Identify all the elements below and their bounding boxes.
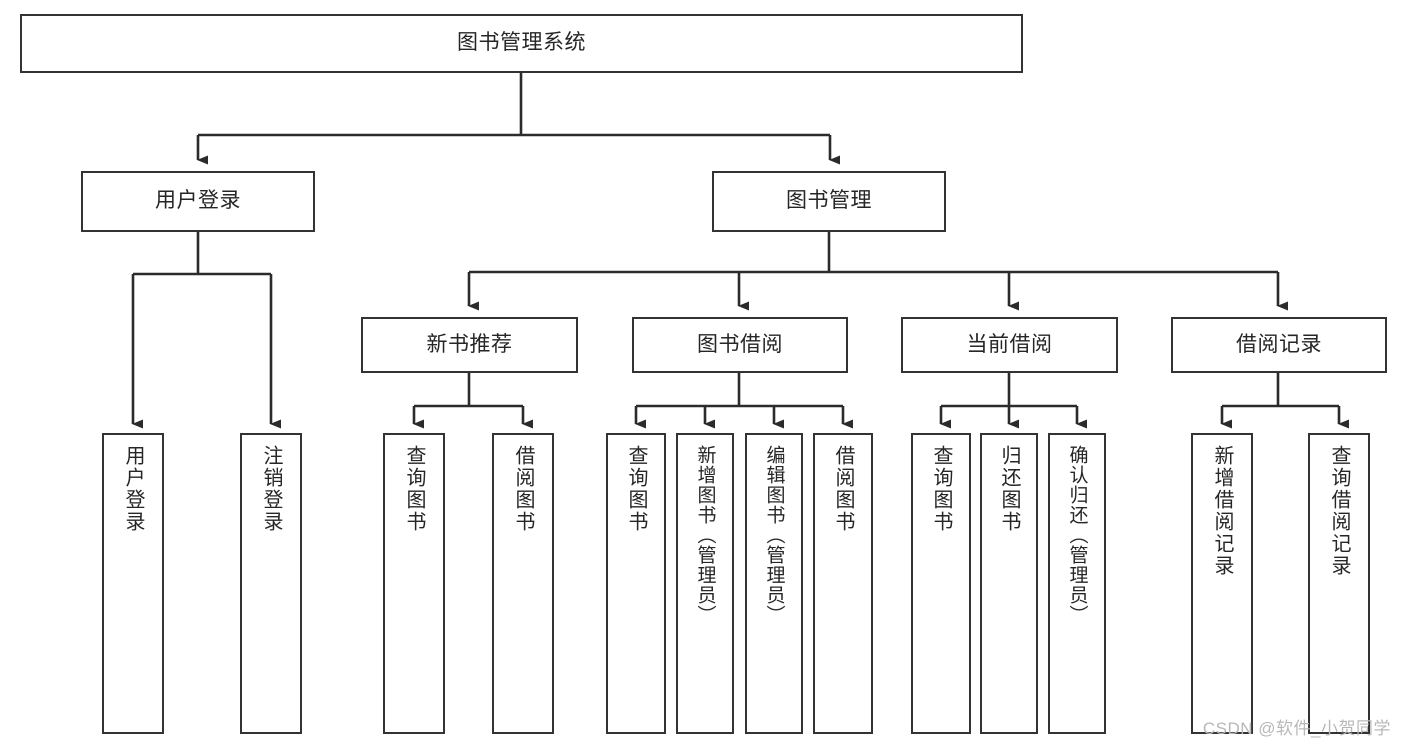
node-label-current-borrow: 当前借阅 xyxy=(966,332,1053,356)
node-label-borrow-record: 借阅记录 xyxy=(1236,332,1322,356)
node-leaf-user-login[interactable]: 用户登录 xyxy=(102,433,164,734)
node-book-borrow[interactable]: 图书借阅 xyxy=(632,317,848,373)
node-leaf-borrow-book-1[interactable]: 借阅图书 xyxy=(492,433,554,734)
node-label-leaf-query-book-3: 查询图书 xyxy=(930,445,952,533)
node-leaf-logout-login[interactable]: 注销登录 xyxy=(240,433,302,734)
node-label-leaf-borrow-book-1: 借阅图书 xyxy=(512,445,534,533)
node-leaf-edit-book[interactable]: 编辑图书（管理员） xyxy=(745,433,803,734)
node-leaf-query-book-1[interactable]: 查询图书 xyxy=(383,433,445,734)
node-label-leaf-query-borrow-record: 查询借阅记录 xyxy=(1328,445,1350,577)
node-label-leaf-add-borrow-record: 新增借阅记录 xyxy=(1211,445,1233,577)
node-label-leaf-add-book: 新增图书（管理员） xyxy=(694,445,716,625)
node-label-leaf-query-book-2: 查询图书 xyxy=(625,445,647,533)
node-label-leaf-confirm-return: 确认归还（管理员） xyxy=(1066,445,1088,625)
node-leaf-confirm-return[interactable]: 确认归还（管理员） xyxy=(1048,433,1106,734)
node-book-management[interactable]: 图书管理 xyxy=(712,171,946,232)
node-leaf-add-borrow-record[interactable]: 新增借阅记录 xyxy=(1191,433,1253,734)
node-label-leaf-return-book: 归还图书 xyxy=(998,445,1020,533)
node-label-book-borrow: 图书借阅 xyxy=(697,332,783,356)
node-label-book-management: 图书管理 xyxy=(786,189,872,213)
node-user-login[interactable]: 用户登录 xyxy=(81,171,315,232)
watermark-text: CSDN @软件_小贺同学 xyxy=(1202,719,1391,738)
node-leaf-query-book-3[interactable]: 查询图书 xyxy=(911,433,971,734)
node-label-leaf-user-login: 用户登录 xyxy=(122,445,144,533)
node-label-root: 图书管理系统 xyxy=(457,31,586,55)
node-leaf-return-book[interactable]: 归还图书 xyxy=(980,433,1038,734)
node-new-book-recommend[interactable]: 新书推荐 xyxy=(361,317,578,373)
node-leaf-query-borrow-record[interactable]: 查询借阅记录 xyxy=(1308,433,1370,734)
node-label-user-login: 用户登录 xyxy=(155,189,241,213)
node-label-leaf-borrow-book-2: 借阅图书 xyxy=(832,445,854,533)
node-label-leaf-query-book-1: 查询图书 xyxy=(403,445,425,533)
node-leaf-borrow-book-2[interactable]: 借阅图书 xyxy=(813,433,873,734)
node-borrow-record[interactable]: 借阅记录 xyxy=(1171,317,1387,373)
node-leaf-add-book[interactable]: 新增图书（管理员） xyxy=(676,433,734,734)
node-leaf-query-book-2[interactable]: 查询图书 xyxy=(606,433,666,734)
node-label-new-book-recommend: 新书推荐 xyxy=(426,332,513,356)
node-label-leaf-edit-book: 编辑图书（管理员） xyxy=(763,445,785,625)
node-current-borrow[interactable]: 当前借阅 xyxy=(901,317,1118,373)
node-root-book-management-system[interactable]: 图书管理系统 xyxy=(20,14,1023,73)
node-label-leaf-logout-login: 注销登录 xyxy=(260,445,282,533)
